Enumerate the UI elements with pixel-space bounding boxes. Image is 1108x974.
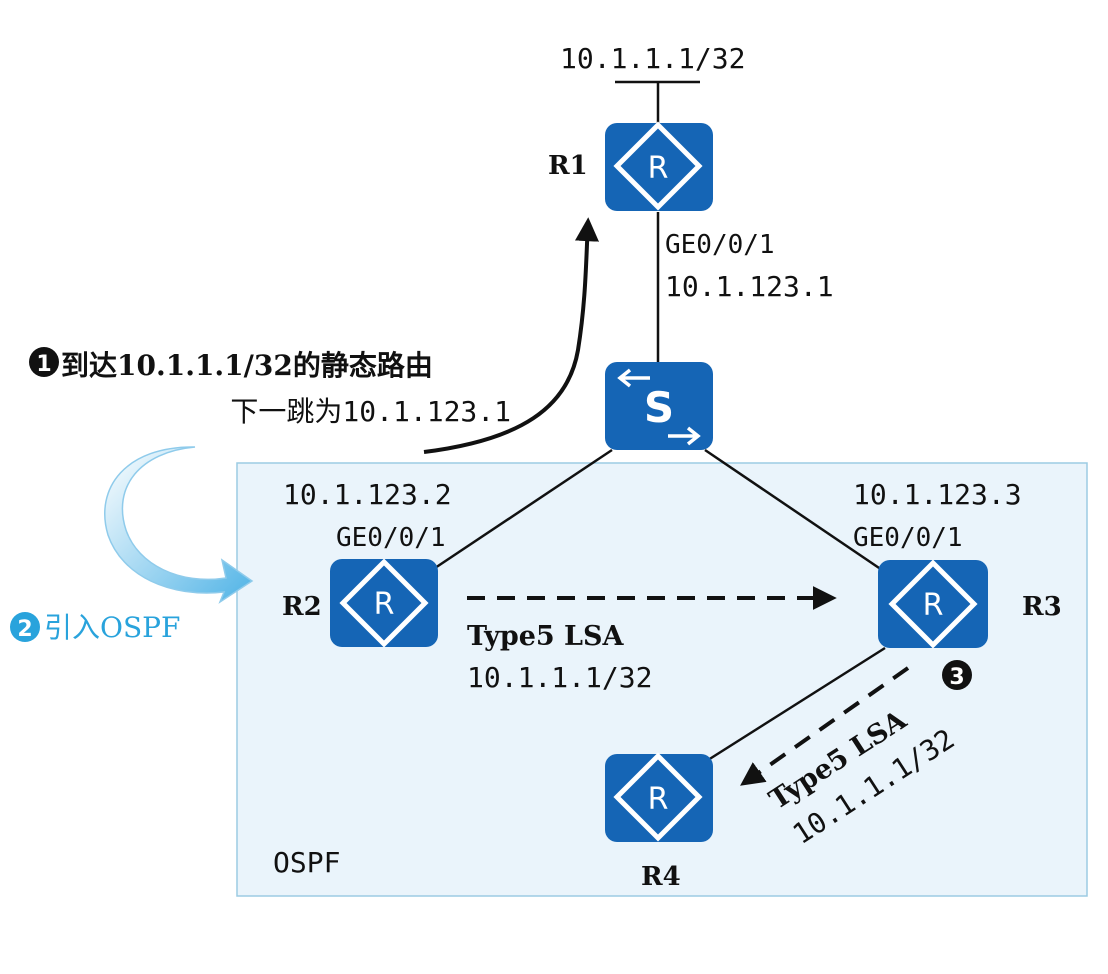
lsa-r2-r3-prefix: 10.1.1.1/32 xyxy=(467,661,652,694)
router-r3-icon-letter: R xyxy=(923,588,944,623)
router-r2[interactable]: R xyxy=(330,558,438,648)
r1-ip-label: 10.1.123.1 xyxy=(665,270,834,303)
link-r3-r4 xyxy=(707,646,886,762)
switch-right-arrow-icon xyxy=(668,426,701,446)
lsa-r2-r3-type: Type5 LSA xyxy=(467,621,625,652)
r3-interface-label: GE0/0/1 xyxy=(853,523,963,553)
ospf-area-label: OSPF xyxy=(273,846,340,879)
step2-text: 引入OSPF xyxy=(44,611,180,644)
step1-badge xyxy=(29,347,59,377)
router-r4-name: R4 xyxy=(641,862,681,892)
router-r2-icon-letter: R xyxy=(374,587,395,622)
step1-text: 到达10.1.1.1/32的静态路由 xyxy=(61,349,433,382)
step1-subtext: 下一跳为10.1.123.1 xyxy=(230,395,511,428)
router-r1-name: R1 xyxy=(548,151,588,181)
switch[interactable]: S xyxy=(605,362,713,450)
import-ospf-arrow xyxy=(104,446,254,604)
switch-left-arrow-icon xyxy=(617,368,650,388)
router-r1[interactable]: R xyxy=(605,121,713,211)
router-r3[interactable]: R xyxy=(878,559,988,649)
step1-badge-number: 1 xyxy=(36,352,51,377)
router-r4[interactable]: R xyxy=(605,752,713,842)
step3-badge-number: 3 xyxy=(949,665,964,690)
link-switch-r3 xyxy=(704,448,886,574)
link-switch-r2 xyxy=(431,448,613,572)
r2-ip-label: 10.1.123.2 xyxy=(283,478,452,511)
router-r1-icon-letter: R xyxy=(648,151,669,186)
step2-badge-number: 2 xyxy=(17,617,32,642)
switch-icon-letter: S xyxy=(644,383,674,432)
r1-loopback-label: 10.1.1.1/32 xyxy=(560,42,745,75)
r2-interface-label: GE0/0/1 xyxy=(336,523,446,553)
r1-interface-label: GE0/0/1 xyxy=(665,230,775,260)
router-r4-icon-letter: R xyxy=(648,782,669,817)
step2-badge xyxy=(10,612,40,642)
r3-ip-label: 10.1.123.3 xyxy=(853,478,1022,511)
router-r3-name: R3 xyxy=(1022,592,1062,622)
step3-badge xyxy=(942,660,972,690)
router-r2-name: R2 xyxy=(282,592,322,622)
static-route-arrow xyxy=(423,217,599,454)
lsa-r3-r4-arrow xyxy=(740,666,910,786)
